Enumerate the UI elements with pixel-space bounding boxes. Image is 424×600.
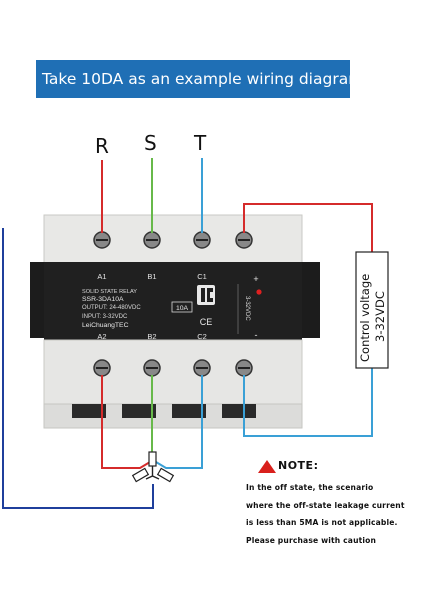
relay-top-cover — [43, 214, 303, 266]
terminal-screw-plus — [235, 231, 253, 249]
note-title: NOTE: — [278, 459, 319, 472]
terminal-label-c2: C2 — [197, 332, 207, 341]
terminal-screw-minus — [235, 359, 253, 377]
phase-label-r: R — [95, 134, 109, 158]
terminal-screw-a2 — [93, 359, 111, 377]
note-line-3: is less than 5MA is not applicable. — [246, 518, 398, 527]
rating-badge-frame — [171, 301, 193, 313]
control-voltage-box: Control voltage 3-32VDC — [355, 251, 389, 369]
relay-vent-1 — [72, 404, 106, 418]
star-load-symbol — [131, 451, 175, 483]
relay-spec-line-2: SSR-3DA10A — [82, 296, 124, 303]
terminal-screw-b1 — [143, 231, 161, 249]
terminal-screw-c2 — [193, 359, 211, 377]
relay-spec-line-1: SOLID STATE RELAY — [82, 289, 137, 295]
diagram-title: Take 10DA as an example wiring diagram — [42, 70, 364, 88]
wire-return-dark-blue — [2, 228, 154, 509]
control-voltage-value: 3-32VDC — [373, 291, 387, 342]
diagram-title-banner: Take 10DA as an example wiring diagram — [36, 60, 363, 98]
relay-spec-line-4: INPUT: 3-32VDC — [82, 314, 128, 320]
warning-triangle-icon — [258, 460, 276, 473]
solid-state-relay: A1 B1 C1 + A2 B2 C2 - SOLID STATE RELAY … — [30, 214, 320, 429]
relay-vent-2 — [122, 404, 156, 418]
relay-spec-line-5: LeiChuangTEC — [82, 322, 129, 329]
terminal-screw-a1 — [93, 231, 111, 249]
wire-load-a2 — [101, 375, 151, 469]
terminal-label-a1: A1 — [97, 272, 106, 281]
terminal-screw-c1 — [193, 231, 211, 249]
control-voltage-label: Control voltage — [358, 274, 372, 362]
relay-side-label: 3-32VDC — [244, 296, 250, 321]
brand-logo — [197, 285, 215, 305]
terminal-label-a2: A2 — [97, 332, 106, 341]
status-led — [256, 289, 262, 295]
terminal-label-minus: - — [255, 330, 258, 340]
note-line-2: where the off-state leakage current — [246, 500, 405, 510]
phase-label-t: T — [193, 131, 207, 155]
wire-control-negative — [243, 368, 373, 437]
terminal-label-c1: C1 — [197, 272, 207, 281]
note-line-1: In the off state, the scenario — [246, 483, 374, 492]
wire-control-positive — [243, 203, 373, 252]
terminal-label-b1: B1 — [147, 272, 156, 281]
relay-vent-3 — [172, 404, 206, 418]
terminal-label-plus: + — [253, 274, 258, 284]
phase-label-s: S — [144, 131, 157, 155]
terminal-screw-b2 — [143, 359, 161, 377]
relay-vent-4 — [222, 404, 256, 418]
wire-load-c2 — [155, 375, 203, 469]
note-block: NOTE: In the off state, the scenario whe… — [246, 458, 422, 549]
relay-spec-line-3: OUTPUT: 24-480VDC — [82, 305, 141, 311]
rating-badge: 10A — [176, 305, 189, 312]
ce-mark: CE — [200, 317, 213, 327]
terminal-label-b2: B2 — [147, 332, 156, 341]
note-line-4: Please purchase with caution — [246, 535, 377, 545]
relay-bottom-cover — [43, 339, 303, 405]
